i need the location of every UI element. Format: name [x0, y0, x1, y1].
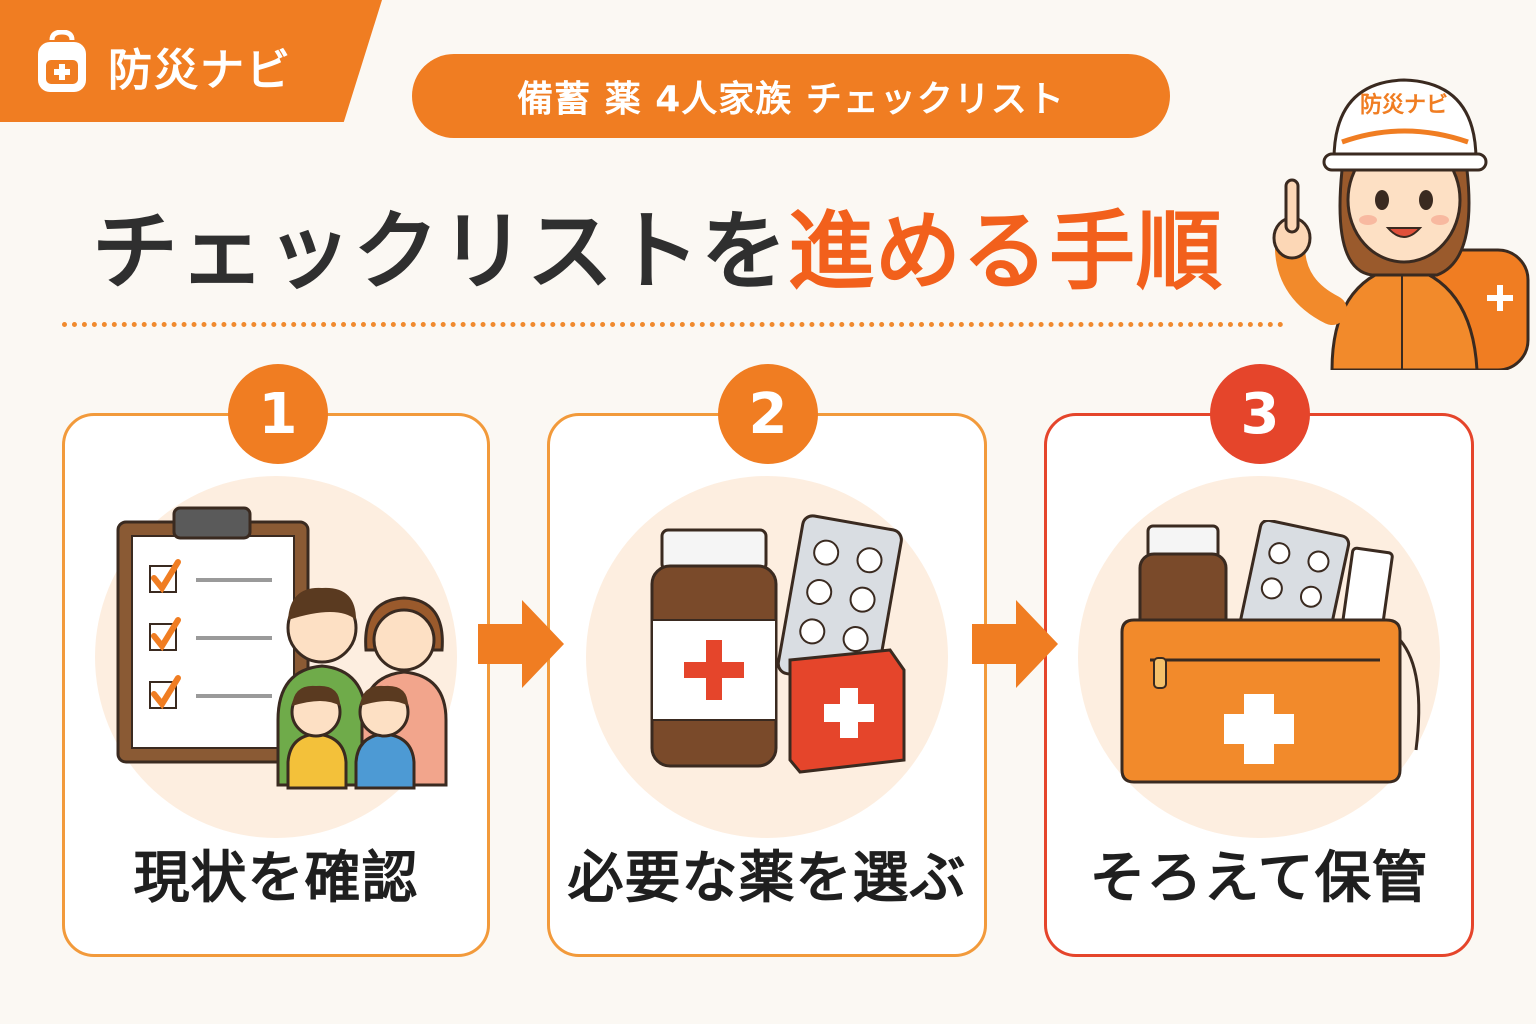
checklist-title-pill: 備蓄 薬 4人家族 チェックリスト	[412, 54, 1170, 138]
dotted-divider	[62, 322, 1284, 327]
first-aid-pouch-icon	[1120, 618, 1421, 784]
step-number-1: 1	[228, 364, 328, 464]
family-icon	[276, 587, 448, 790]
arrow-right-icon	[972, 600, 1058, 688]
headline-text: チェックリストを	[92, 201, 788, 302]
step-2-illustration	[650, 514, 906, 774]
page-headline: チェックリストを進める手順	[92, 178, 1272, 308]
medicine-bottle-icon	[650, 528, 778, 768]
step-label-3: そろえて保管	[1089, 845, 1429, 911]
first-aid-box-icon	[788, 648, 906, 774]
step-label-1: 現状を確認	[133, 845, 419, 911]
backpack-first-aid-icon	[38, 30, 86, 92]
step-number-3: 3	[1210, 364, 1310, 464]
mascot-helmet-text: 防災ナビ	[1360, 93, 1448, 118]
step-3-illustration	[1120, 520, 1421, 784]
brand-name: 防災ナビ	[108, 45, 292, 96]
step-number-2: 2	[718, 364, 818, 464]
clipboard-checklist-icon	[116, 506, 310, 764]
step-1-illustration	[116, 506, 448, 790]
step-label-2: 必要な薬を選ぶ	[567, 845, 967, 911]
pill-blister-icon	[776, 514, 903, 690]
headline-accent-text: 進める手順	[788, 201, 1223, 302]
mascot-illustration: 防災ナビ	[1272, 78, 1530, 370]
arrow-right-icon	[478, 600, 564, 688]
